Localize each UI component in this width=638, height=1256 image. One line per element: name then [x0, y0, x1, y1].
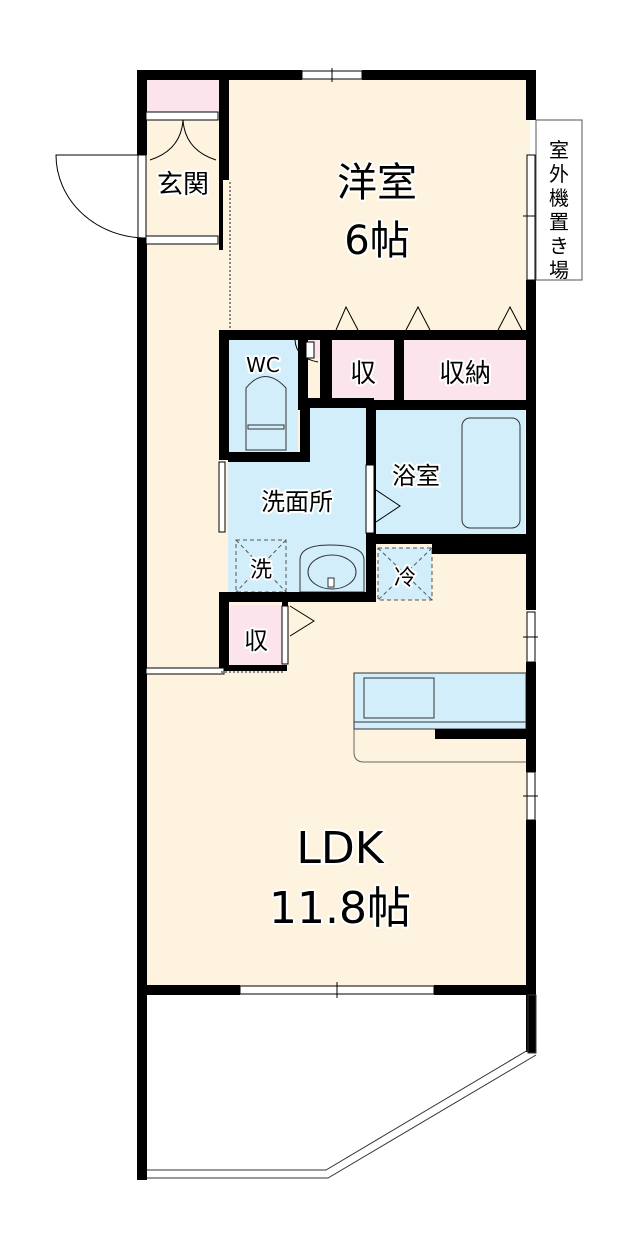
washroom-label: 洗面所 — [261, 488, 333, 516]
toilet — [245, 376, 287, 451]
storage-hall-label: 収 — [244, 627, 268, 655]
svg-text:室: 室 — [549, 138, 569, 162]
washer-label: 洗 — [250, 558, 272, 583]
walls — [137, 70, 536, 1180]
svg-text:機: 機 — [549, 186, 569, 210]
svg-text:置: 置 — [549, 210, 569, 234]
doors — [55, 119, 523, 637]
western-room-name: 洋室 — [337, 160, 417, 206]
svg-text:外: 外 — [549, 162, 569, 186]
ldk-name: LDK — [296, 823, 384, 874]
storage-small-label: 収 — [350, 359, 376, 389]
bathroom-label: 浴室 — [392, 462, 440, 490]
ldk-size: 11.8帖 — [269, 883, 411, 934]
bathtub — [461, 417, 521, 529]
closet-label: 収納 — [439, 359, 491, 389]
svg-text:場: 場 — [549, 258, 569, 282]
storage-hall — [230, 605, 282, 667]
storage-small — [332, 340, 394, 402]
balcony — [147, 994, 537, 1179]
entrance-label: 玄関 — [157, 170, 209, 200]
windows — [137, 68, 538, 998]
shoe-storage — [147, 80, 219, 112]
wc-label: WC — [246, 353, 280, 377]
sink — [363, 677, 435, 719]
outdoor-unit-label: 室 外 機 置 き 場 — [549, 138, 569, 282]
fridge-label: 冷 — [394, 566, 416, 591]
svg-text:き: き — [549, 234, 569, 258]
western-room-size: 6帖 — [344, 218, 409, 264]
outdoor-unit-area — [535, 119, 583, 281]
closet — [404, 340, 526, 402]
